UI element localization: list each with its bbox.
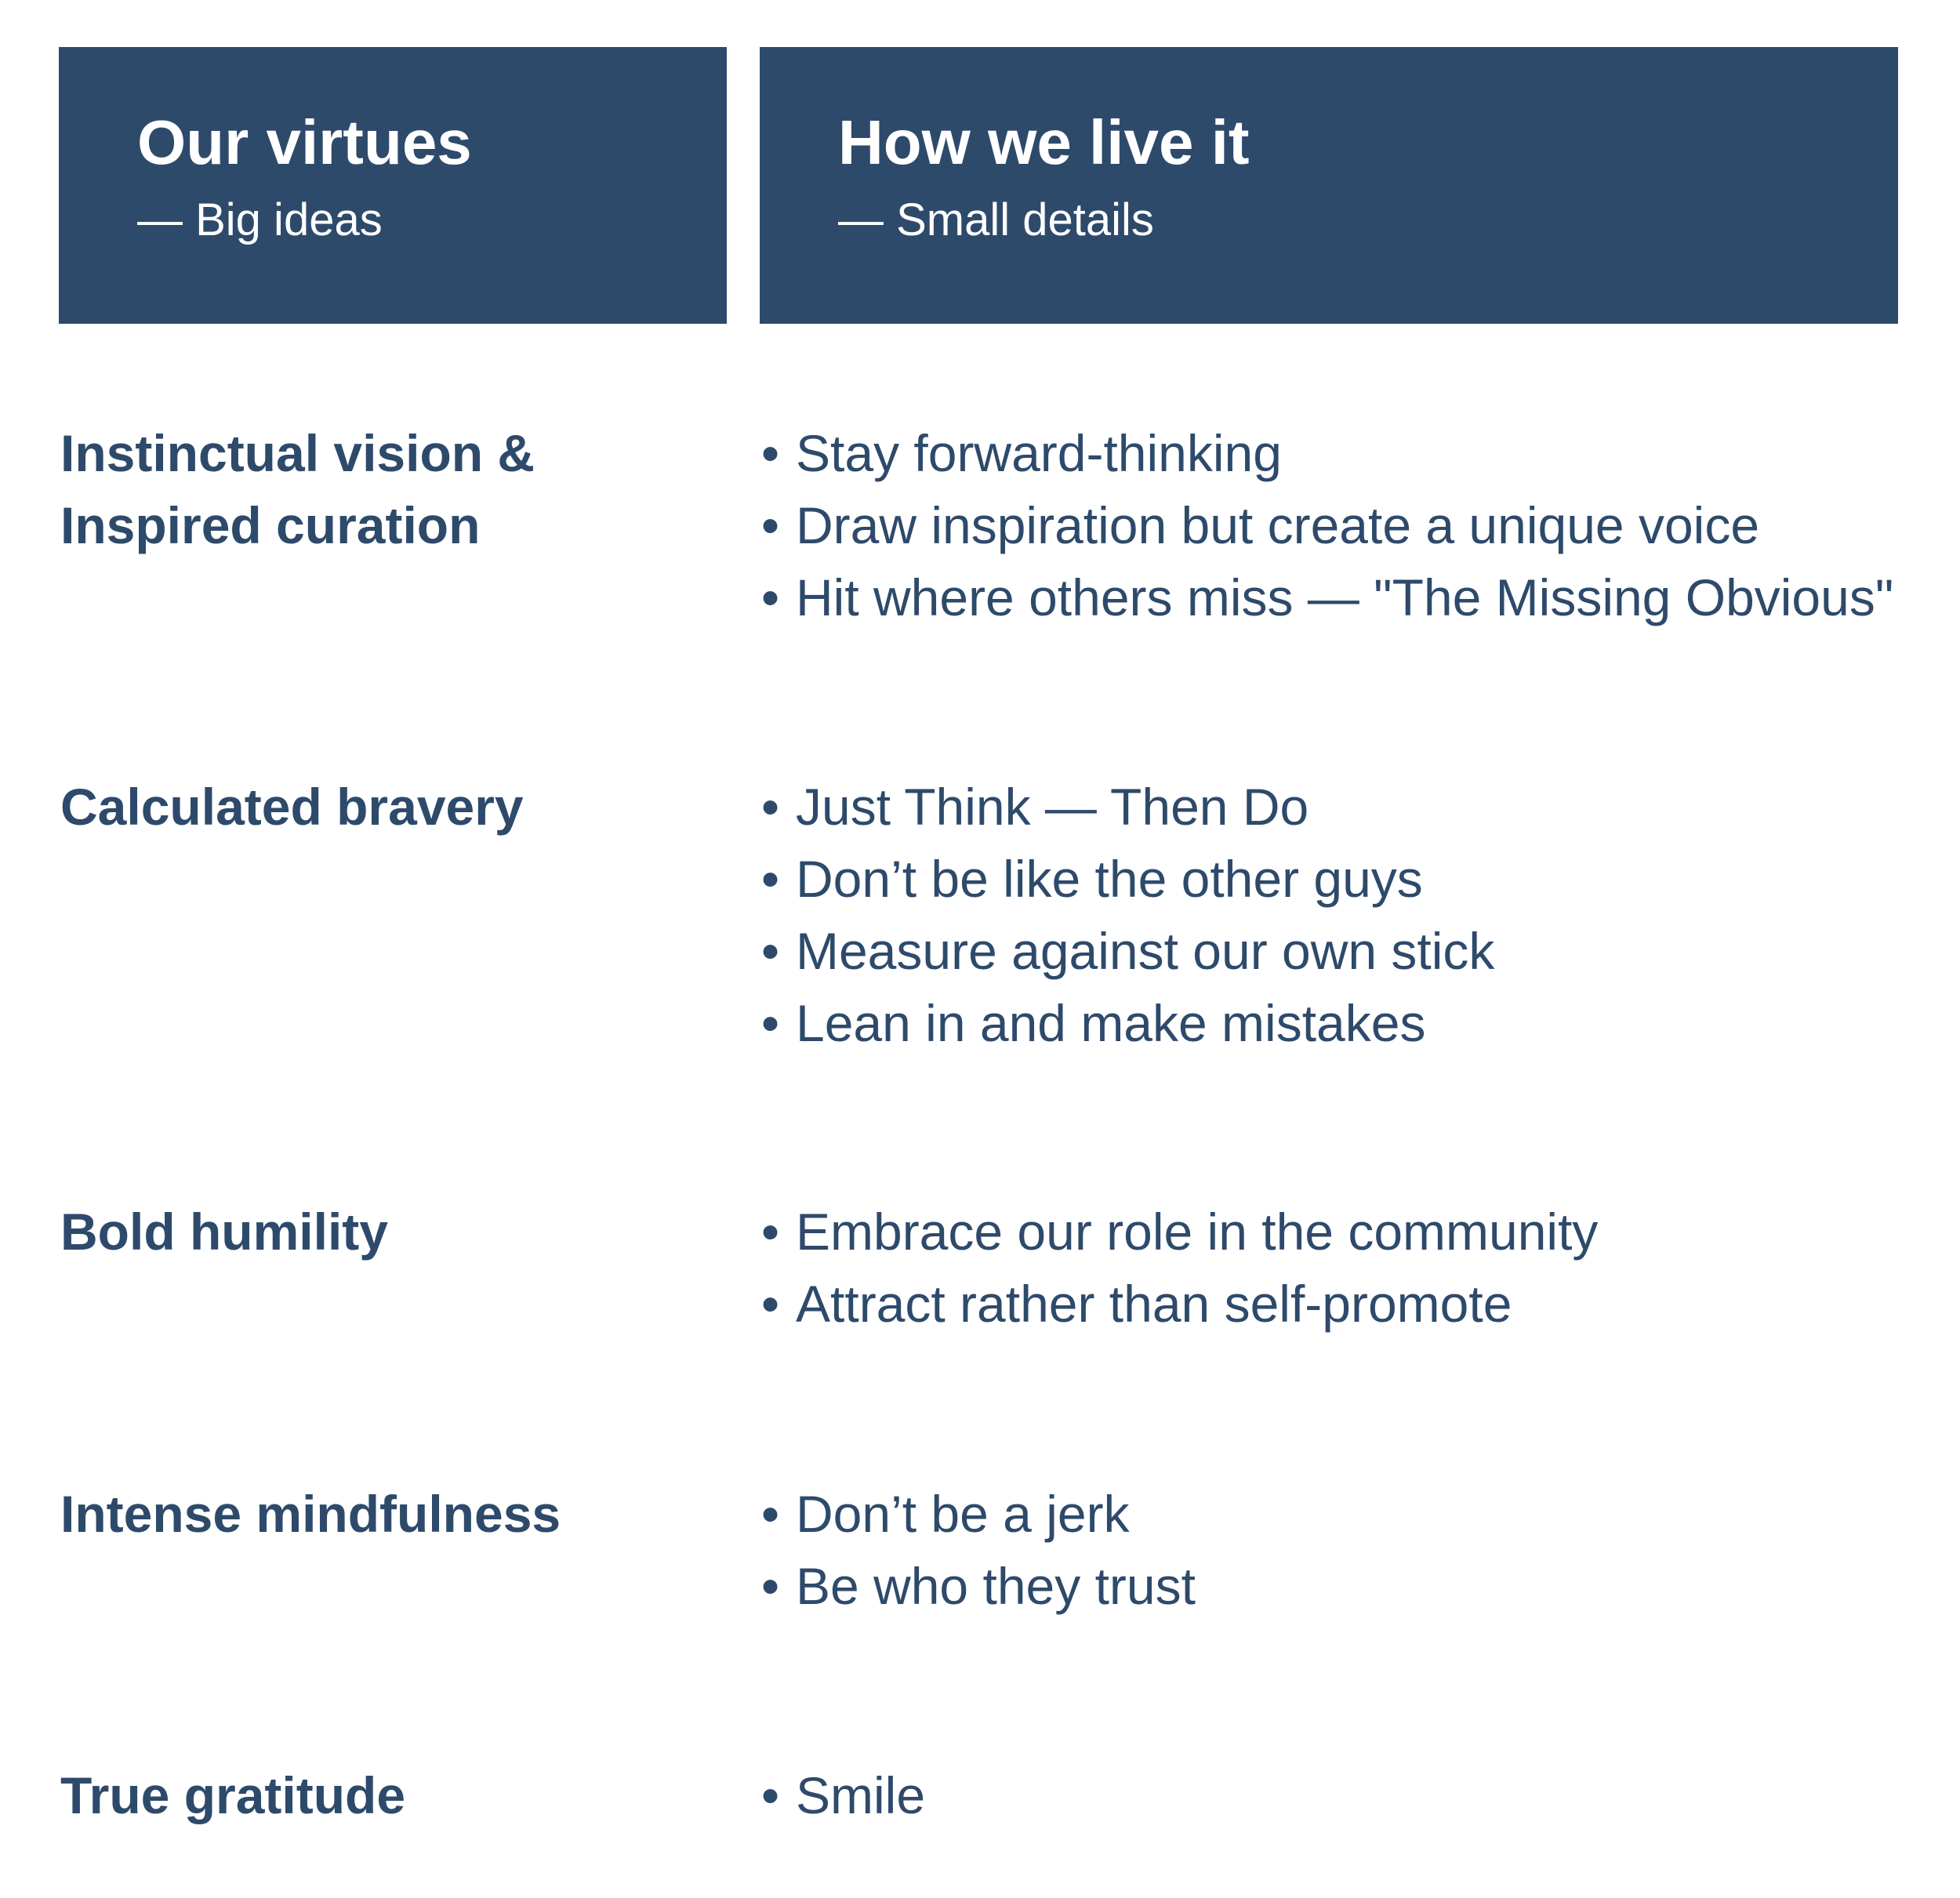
bullet-icon: • [761,994,780,1052]
virtue-name-line: Intense mindfulness [60,1485,561,1543]
bullet-icon: • [761,568,780,626]
bullet-icon: • [761,1766,780,1824]
bullet-icon: • [761,922,780,980]
virtue-name-line: True gratitude [60,1766,406,1824]
detail-text: Just Think — Then Do [796,778,1309,836]
detail-list: • Smile [760,1759,1944,1831]
header-subtitle-small-details: — Small details [838,194,1154,245]
detail-item: • Lean in and make mistakes [760,987,1944,1059]
detail-list: • Embrace our role in the community • Attra… [760,1196,1944,1340]
detail-item: • Smile [760,1759,1944,1831]
virtue-name: True gratitude [60,1759,719,1831]
detail-list: • Just Think — Then Do • Don’t be like the … [760,771,1944,1059]
detail-text: Be who they trust [796,1557,1196,1615]
header-title-virtues: Our virtues [137,107,472,177]
bullet-icon: • [761,1485,780,1543]
detail-text: Draw inspiration but create a unique voi… [796,496,1760,554]
header-title-how-we-live: How we live it [838,107,1250,177]
detail-text: Hit where others miss — "The Missing Obv… [796,568,1894,626]
bullet-icon: • [761,778,780,836]
detail-item: • Hit where others miss — "The Missing Ob… [760,561,1944,633]
detail-text: Lean in and make mistakes [796,994,1426,1052]
bullet-icon: • [761,1275,780,1333]
detail-list: • Stay forward-thinking • Draw inspiration … [760,417,1944,633]
detail-text: Smile [796,1766,926,1824]
detail-item: • Don’t be like the other guys [760,843,1944,915]
detail-text: Attract rather than self-promote [796,1275,1512,1333]
detail-item: • Attract rather than self-promote [760,1268,1944,1340]
detail-item: • Embrace our role in the community [760,1196,1944,1268]
virtue-name: Bold humility [60,1196,719,1268]
virtue-name-line: Instinctual vision & [60,424,535,482]
detail-item: • Stay forward-thinking [760,417,1944,489]
detail-item: • Don’t be a jerk [760,1478,1944,1550]
detail-item: • Be who they trust [760,1550,1944,1622]
detail-item: • Draw inspiration but create a unique vo… [760,489,1944,561]
virtue-name: Intense mindfulness [60,1478,719,1550]
detail-item: • Just Think — Then Do [760,771,1944,843]
bullet-icon: • [761,850,780,908]
detail-text: Embrace our role in the community [796,1203,1599,1261]
virtue-name-line: Calculated bravery [60,778,524,836]
bullet-icon: • [761,1203,780,1261]
header-subtitle-big-ideas: — Big ideas [137,194,383,245]
detail-item: • Measure against our own stick [760,915,1944,987]
header-our-virtues: Our virtues — Big ideas [59,47,727,324]
virtue-name: Calculated bravery [60,771,719,843]
bullet-icon: • [761,496,780,554]
detail-text: Don’t be like the other guys [796,850,1423,908]
virtue-name: Instinctual vision & Inspired curation [60,417,719,561]
bullet-icon: • [761,1557,780,1615]
virtue-name-line: Inspired curation [60,496,481,554]
detail-text: Don’t be a jerk [796,1485,1130,1543]
detail-text: Measure against our own stick [796,922,1495,980]
header-how-we-live-it: How we live it — Small details [760,47,1898,324]
detail-text: Stay forward-thinking [796,424,1282,482]
bullet-icon: • [761,424,780,482]
detail-list: • Don’t be a jerk • Be who they trust [760,1478,1944,1622]
virtue-name-line: Bold humility [60,1203,388,1261]
